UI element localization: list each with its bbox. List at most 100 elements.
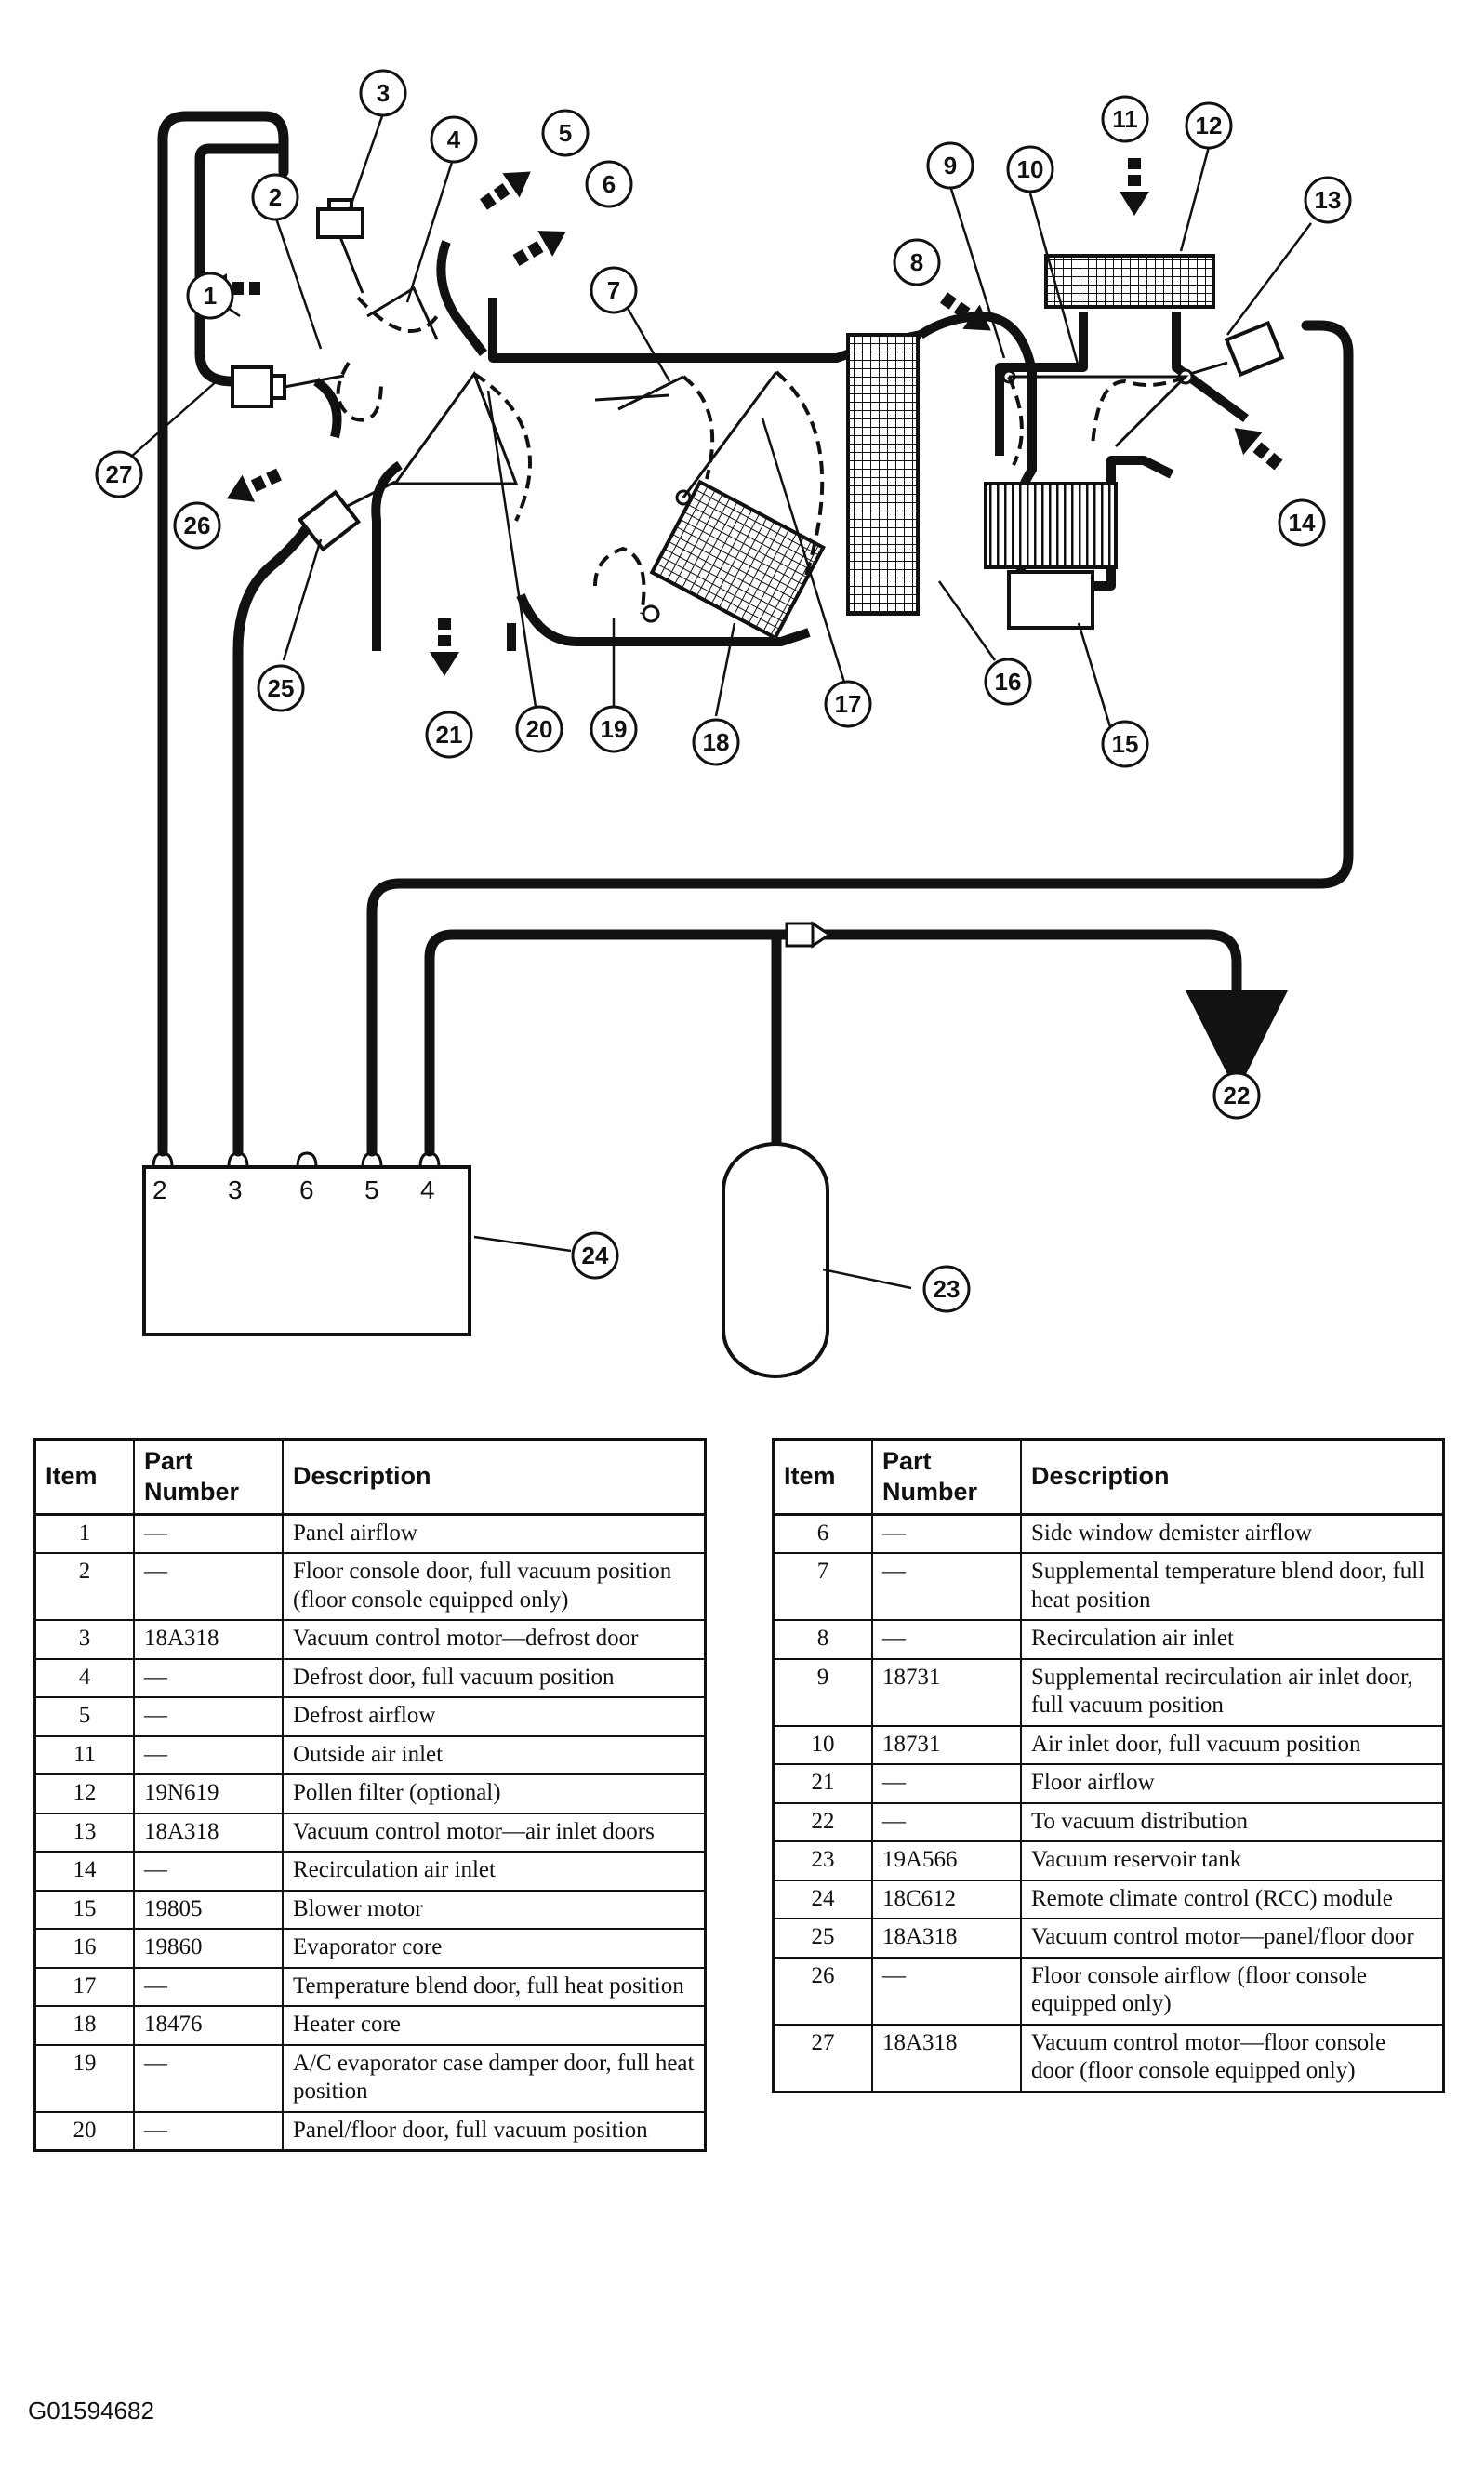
callout-3: 3: [359, 69, 407, 117]
callout-23: 23: [922, 1265, 971, 1313]
cell-description: Supplemental temperature blend door, ful…: [1020, 1552, 1445, 1622]
table-row: 26—Floor console airflow (floor console …: [772, 1956, 1445, 2026]
pollen-filter: [1044, 254, 1215, 309]
heater-core: [649, 479, 826, 641]
callout-5: 5: [541, 109, 590, 157]
svg-text:1: 1: [204, 282, 217, 310]
svg-text:12: 12: [1196, 112, 1223, 139]
callout-6: 6: [585, 160, 633, 208]
parts-table-right: Item Part Number Description 6 — Side wind…: [772, 1438, 1445, 2093]
table-row: 22—To vacuum distribution: [772, 1801, 1445, 1843]
cell-part-number: —: [133, 2043, 284, 2113]
svg-text:27: 27: [106, 460, 133, 488]
cell-part-number: —: [133, 1696, 284, 1737]
cell-part-number: 19805: [133, 1889, 284, 1931]
cell-part-number: —: [871, 1619, 1022, 1660]
vacuum-motor-panel-floor: [297, 480, 396, 552]
table-row: 17—Temperature blend door, full heat pos…: [33, 1966, 707, 2008]
module-port-label: 3: [228, 1176, 243, 1204]
svg-text:26: 26: [184, 511, 211, 539]
module-port-label: 6: [299, 1176, 314, 1204]
cell-part-number: 18731: [871, 1724, 1022, 1766]
callout-25: 25: [257, 664, 305, 712]
demister-airflow-arrow: [512, 231, 566, 267]
module-port-label: 2: [152, 1176, 167, 1204]
cell-part-number: 19N619: [133, 1773, 284, 1814]
callout-27: 27: [95, 450, 143, 498]
svg-text:9: 9: [944, 152, 957, 179]
cell-item: 18: [33, 2005, 135, 2046]
callout-15: 15: [1101, 720, 1149, 768]
vacuum-reservoir-tank: [722, 1142, 829, 1378]
cell-item: 21: [772, 1763, 873, 1804]
callout-7: 7: [590, 266, 638, 314]
callout-2: 2: [251, 173, 299, 221]
cell-part-number: 18A318: [871, 2023, 1022, 2093]
cell-description: Side window demister airflow: [1020, 1513, 1445, 1555]
callout-9: 9: [926, 141, 974, 190]
svg-text:25: 25: [268, 674, 295, 702]
table-row: 19—A/C evaporator case damper door, full…: [33, 2043, 707, 2113]
cell-item: 26: [772, 1956, 873, 2026]
table-row: 14—Recirculation air inlet: [33, 1851, 707, 1892]
cell-part-number: —: [871, 1763, 1022, 1804]
callout-17: 17: [824, 680, 872, 728]
callout-18: 18: [692, 718, 740, 766]
cell-part-number: —: [133, 2110, 284, 2152]
svg-text:11: 11: [1112, 105, 1138, 133]
table-row: 21—Floor airflow: [772, 1763, 1445, 1804]
vacuum-schematic-diagram: 2 3 6 5 4 1 2 3 4 5 6 7 8 9 10 11: [95, 69, 1354, 1378]
cell-description: Vacuum control motor—air inlet doors: [282, 1812, 707, 1853]
cell-part-number: —: [871, 1801, 1022, 1843]
cell-description: Floor console door, full vacuum position…: [282, 1552, 707, 1622]
evaporator-case: [593, 312, 1062, 646]
table-row: 5—Defrost airflow: [33, 1696, 707, 1737]
cell-description: Vacuum control motor—panel/floor door: [1020, 1918, 1445, 1959]
vacuum-hoses: [157, 111, 1354, 1157]
cell-part-number: —: [133, 1657, 284, 1699]
callout-11: 11: [1101, 95, 1149, 143]
blower-motor: [1007, 570, 1094, 630]
cell-item: 10: [772, 1724, 873, 1766]
cell-item: 4: [33, 1657, 135, 1699]
svg-text:8: 8: [910, 248, 923, 276]
table-row: 8—Recirculation air inlet: [772, 1619, 1445, 1660]
floor-airflow-arrow: [430, 618, 459, 676]
svg-text:7: 7: [607, 276, 620, 304]
callout-1: 1: [186, 272, 234, 320]
svg-text:24: 24: [582, 1242, 609, 1269]
cell-item: 24: [772, 1879, 873, 1920]
cell-part-number: —: [133, 1513, 284, 1555]
cell-description: Panel airflow: [282, 1513, 707, 1555]
svg-text:21: 21: [436, 721, 463, 749]
cell-description: Vacuum reservoir tank: [1020, 1840, 1445, 1881]
cell-item: 8: [772, 1619, 873, 1660]
table-header-row: Item Part Number Description: [772, 1438, 1445, 1516]
floor-console-airflow-arrow: [226, 468, 282, 502]
defrost-airflow-arrow: [479, 171, 531, 210]
outside-air-inlet-arrow: [1120, 158, 1149, 216]
svg-text:6: 6: [603, 170, 616, 198]
table-row: 20—Panel/floor door, full vacuum positio…: [33, 2110, 707, 2152]
table-row: 4—Defrost door, full vacuum position: [33, 1657, 707, 1699]
cell-item: 3: [33, 1619, 135, 1660]
cell-description: Vacuum control motor—defrost door: [282, 1619, 707, 1660]
callout-12: 12: [1185, 101, 1233, 150]
cell-part-number: 18C612: [871, 1879, 1022, 1920]
table-row: 11—Outside air inlet: [33, 1734, 707, 1776]
callout-10: 10: [1006, 145, 1054, 193]
callout-24: 24: [571, 1231, 619, 1280]
cell-part-number: 18476: [133, 2005, 284, 2046]
svg-text:5: 5: [559, 119, 572, 147]
callout-19: 19: [590, 705, 638, 753]
cell-item: 6: [772, 1513, 873, 1555]
callout-13: 13: [1304, 176, 1352, 224]
column-header-item: Item: [772, 1438, 873, 1516]
